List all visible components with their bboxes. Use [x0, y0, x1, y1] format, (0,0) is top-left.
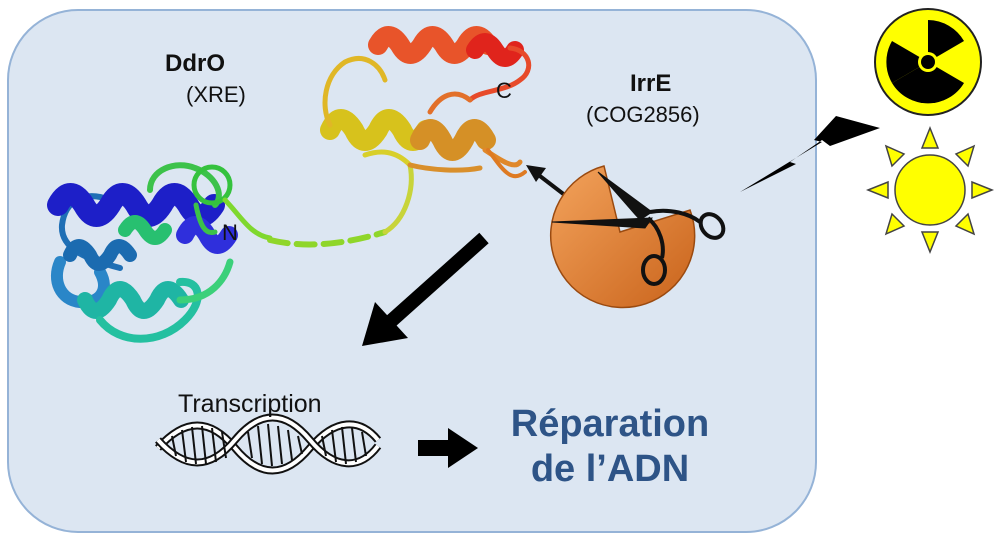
cleavage-arrow [526, 165, 568, 198]
result-arrow [418, 428, 478, 468]
c-terminus-label: C [496, 78, 512, 103]
scissors-icon [551, 171, 726, 286]
ddro-family-label: (XRE) [186, 82, 246, 107]
sun-icon [865, 125, 995, 255]
transcription-label: Transcription [178, 390, 322, 418]
radiation-icon [874, 8, 982, 116]
repair-line-2: de l’ADN [530, 447, 690, 490]
irre-family-label: (COG2856) [586, 102, 700, 127]
ddro-title: DdrO [165, 50, 225, 77]
ddro-c-domain-structure [320, 26, 532, 235]
dna-helix-icon [155, 413, 382, 475]
lightning-icon [740, 116, 880, 192]
ddro-n-domain-structure [47, 162, 273, 343]
repair-line-1: Réparation [510, 403, 710, 445]
dna-repair-label: Réparation de l’ADN [480, 402, 740, 492]
irre-protease-shape [549, 165, 696, 309]
irre-title: IrrE [630, 70, 672, 97]
n-terminus-label: N [222, 220, 238, 245]
activation-arrow [362, 232, 489, 346]
ddro-linker [267, 229, 388, 248]
cell-compartment [7, 9, 817, 533]
